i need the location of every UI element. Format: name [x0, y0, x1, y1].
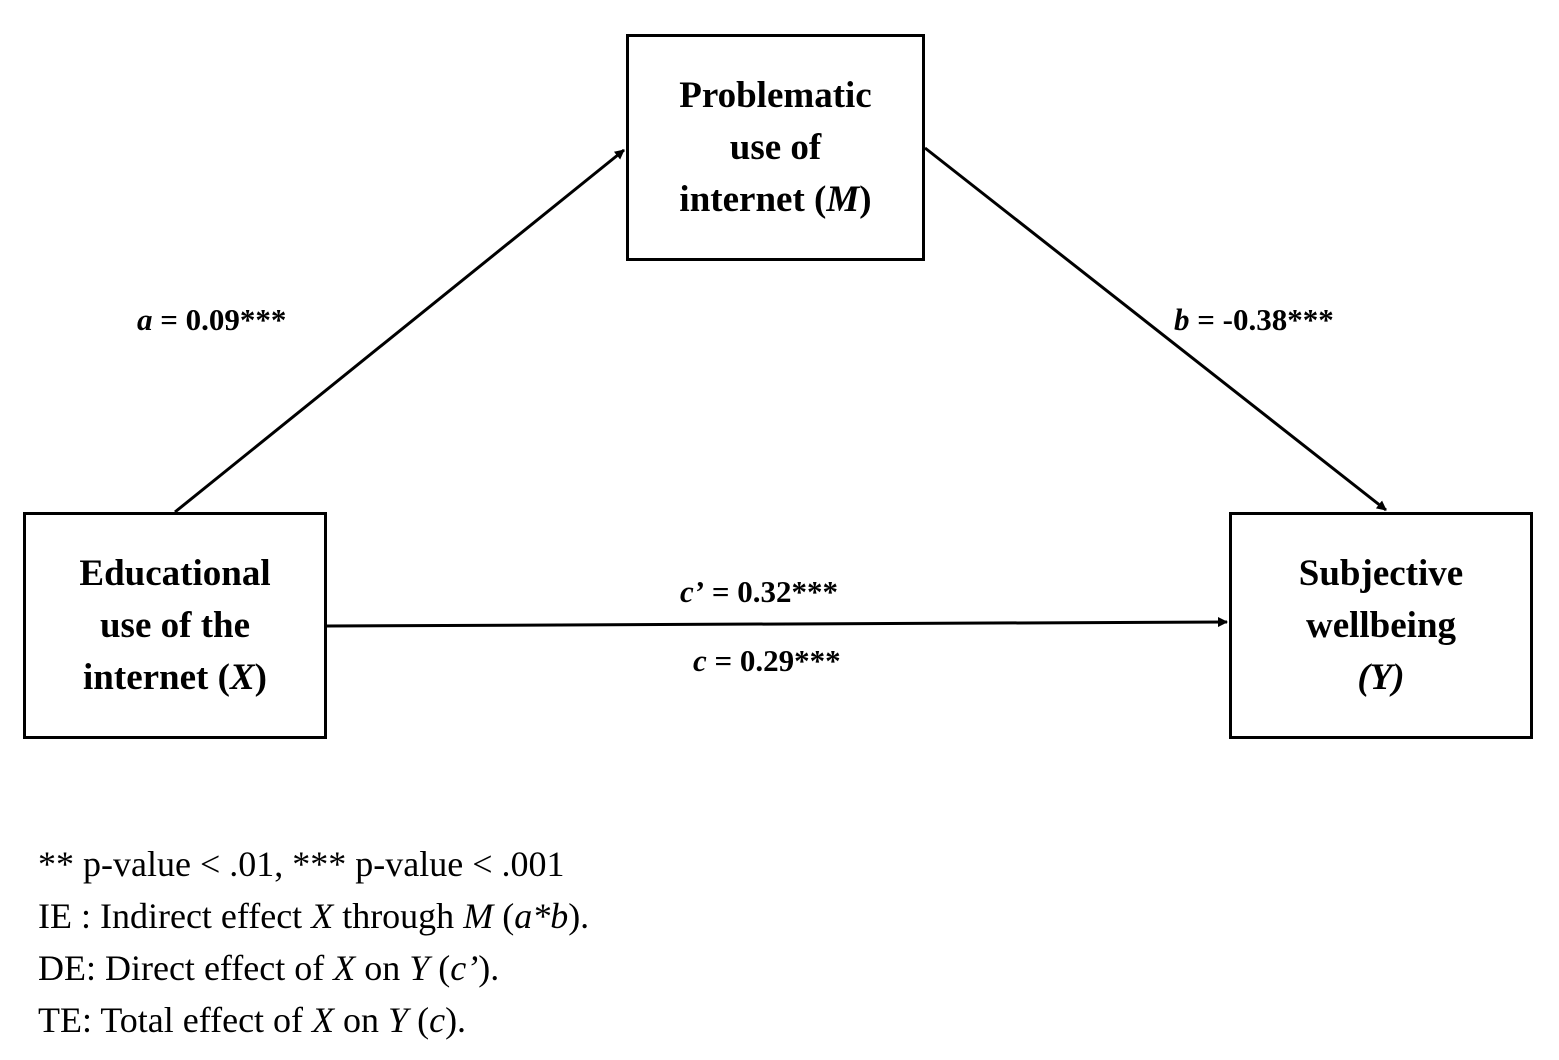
path-c-symbol: c [693, 643, 707, 678]
path-a-symbol: a [137, 302, 153, 337]
path-c-label: c = 0.29*** [693, 643, 841, 679]
arrow-a [174, 148, 625, 514]
outcome-label-1: Subjective [1298, 552, 1464, 594]
path-b-label: b = -0.38*** [1174, 302, 1334, 338]
mediator-var: M [826, 178, 860, 220]
path-c-prime-value: = 0.32*** [704, 574, 839, 609]
path-c-prime-symbol: c’ [680, 574, 705, 609]
arrow-c [326, 617, 1228, 628]
diagram-notes: ** p-value < .01, *** p-value < .001 IE … [38, 838, 589, 1046]
mediator-label-2: use of [729, 126, 822, 168]
path-b-symbol: b [1174, 302, 1190, 337]
arrow-b [924, 146, 1387, 512]
predictor-label-1: Educational [79, 552, 271, 594]
note-significance: ** p-value < .01, *** p-value < .001 [38, 844, 565, 884]
path-b-value: = -0.38*** [1189, 302, 1334, 337]
note-te: TE: Total effect of X on Y (c). [38, 1000, 467, 1040]
predictor-var: X [229, 656, 255, 698]
path-a-label: a = 0.09*** [137, 302, 286, 338]
mediator-node: Problematic use of internet (M) [626, 34, 925, 261]
mediator-label-3: internet ( [679, 178, 827, 220]
note-de: DE: Direct effect of X on Y (c’). [38, 948, 500, 988]
predictor-node: Educational use of the internet (X) [23, 512, 327, 739]
outcome-node: Subjective wellbeing (Y) [1229, 512, 1533, 739]
path-c-value: = 0.29*** [706, 643, 841, 678]
mediator-close: ) [859, 178, 872, 220]
path-c-prime-label: c’ = 0.32*** [680, 574, 838, 610]
note-ie: IE : Indirect effect X through M (a*b). [38, 896, 590, 936]
predictor-label-2: use of the [99, 604, 251, 646]
outcome-var: (Y) [1357, 656, 1405, 698]
path-a-value: = 0.09*** [152, 302, 287, 337]
mediator-label-1: Problematic [679, 74, 872, 116]
predictor-label-3: internet ( [83, 656, 230, 698]
outcome-label-2: wellbeing [1305, 604, 1457, 646]
predictor-close: ) [254, 656, 267, 698]
